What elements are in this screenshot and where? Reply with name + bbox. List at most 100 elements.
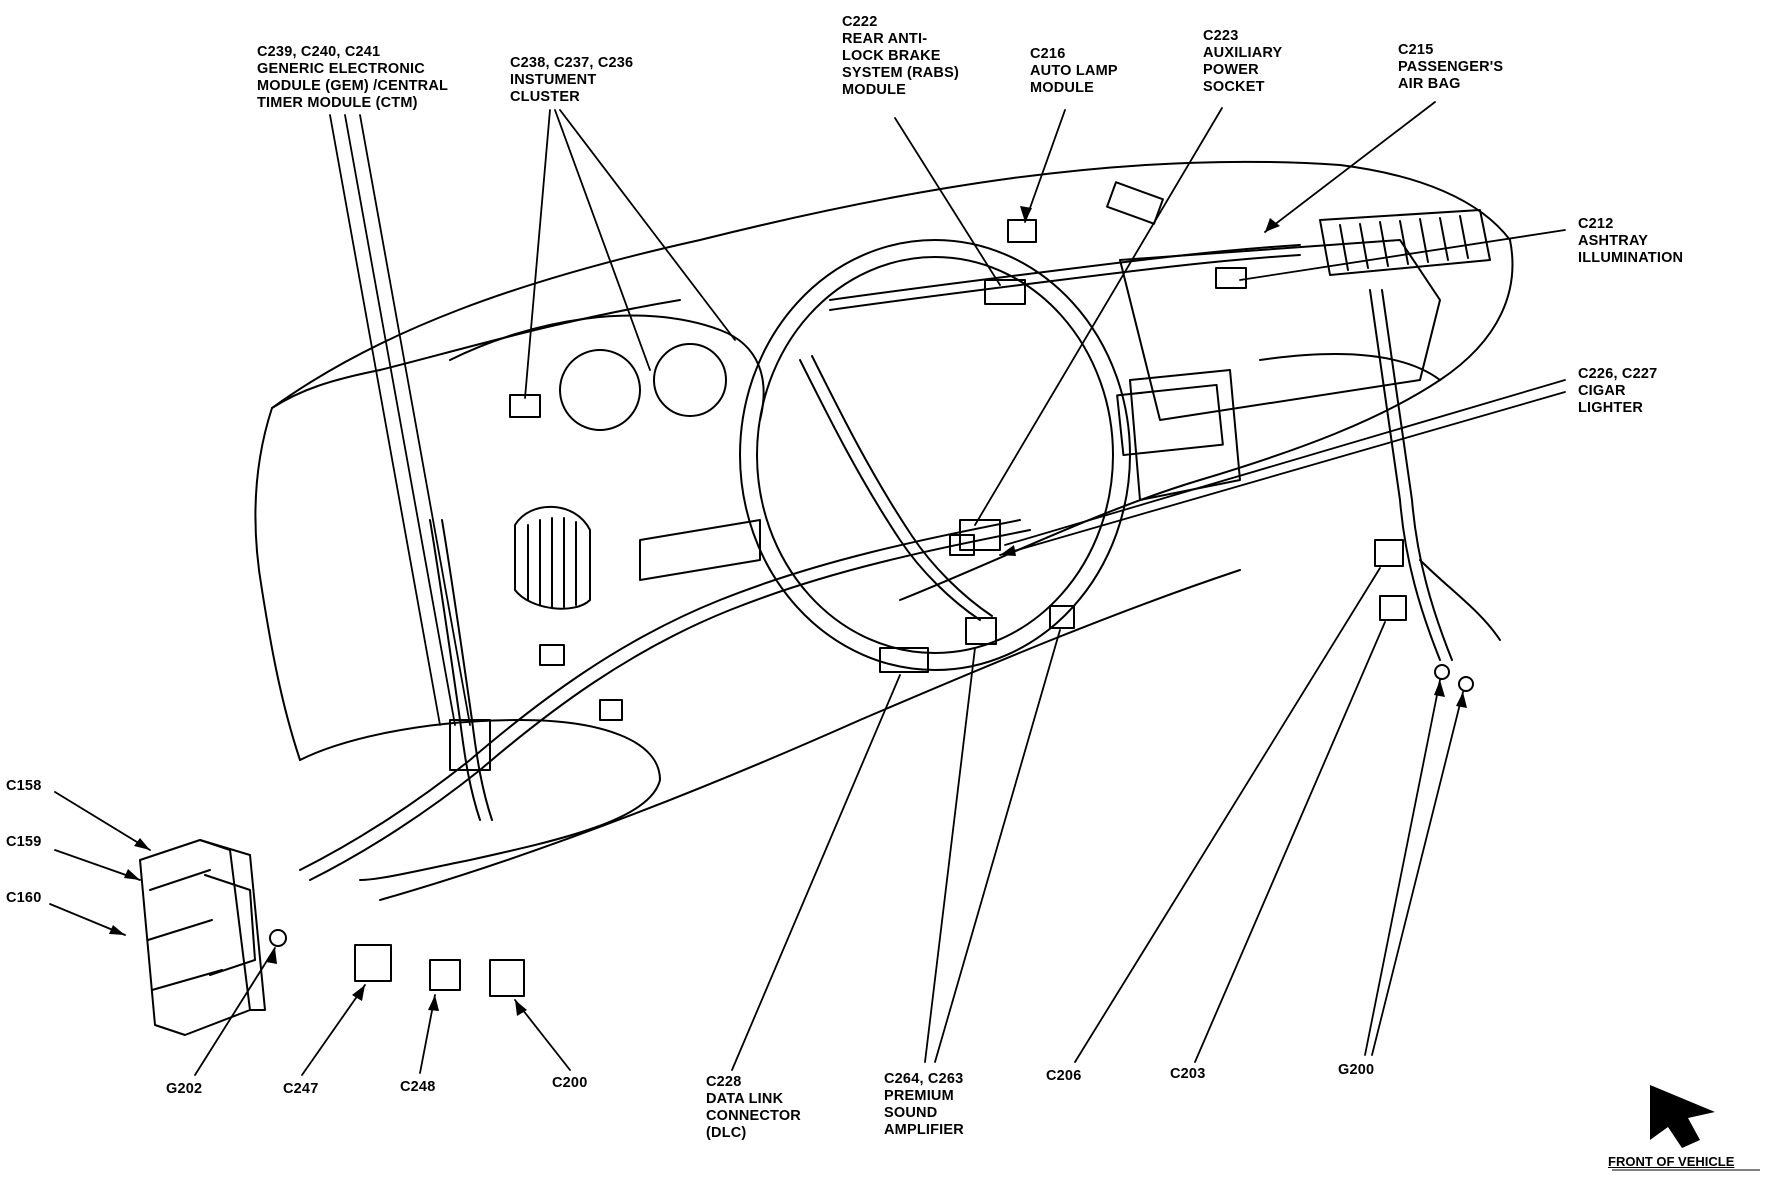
label-airbag-line3: AIR BAG	[1398, 76, 1461, 92]
ground-g200-b	[1458, 676, 1474, 692]
leader-g200-2	[1371, 691, 1464, 1056]
connector-gem	[449, 719, 491, 771]
label-g202-text: G202	[166, 1081, 203, 1097]
label-amp-line2: PREMIUM	[884, 1088, 954, 1104]
label-dlc-line3: CONNECTOR	[706, 1108, 801, 1124]
arrowhead-c247	[352, 985, 365, 1001]
connector-c203	[1379, 595, 1407, 621]
defrost-vent	[1106, 181, 1164, 225]
leader-gem-2	[344, 114, 456, 726]
leader-g200-1	[1364, 679, 1441, 1056]
arrowhead-airbag	[1265, 218, 1280, 232]
label-c158: C158	[6, 778, 41, 795]
label-rabs-line5: MODULE	[842, 82, 907, 98]
label-amp-line3: SOUND	[884, 1105, 938, 1121]
leader-c203	[1194, 621, 1386, 1063]
label-c248-text: C248	[400, 1079, 436, 1095]
arrowhead-c160	[109, 925, 125, 935]
label-gem-line2: GENERIC ELECTRONIC	[257, 61, 425, 77]
label-cigar-line2: CIGAR	[1578, 383, 1626, 399]
leader-cigar-2	[999, 391, 1566, 556]
dashboard-right-outline	[899, 239, 1514, 601]
glovebox-outline	[1259, 353, 1441, 381]
label-aux-power: C223 AUXILIARY POWER SOCKET	[1203, 28, 1282, 96]
label-rabs-line3: LOCK BRAKE	[842, 48, 941, 64]
connector-c206	[1374, 539, 1404, 567]
arrowhead-cigar	[1000, 545, 1016, 556]
leader-ashtray	[1239, 229, 1566, 281]
label-cigar-line3: LIGHTER	[1578, 400, 1644, 416]
leader-airbag	[1264, 101, 1436, 233]
leader-gem-1	[329, 114, 441, 726]
arrowhead-c158	[134, 838, 150, 850]
label-airbag-line1: C215	[1398, 42, 1434, 58]
arrowhead-g202	[266, 948, 277, 964]
label-c159: C159	[6, 834, 41, 851]
label-c160-text: C160	[6, 890, 42, 906]
arrowhead-g200-2	[1456, 692, 1467, 708]
front-of-vehicle-label: FRONT OF VEHICLE	[1608, 1154, 1735, 1169]
leader-cluster-1	[524, 109, 551, 399]
label-c159-text: C159	[6, 834, 42, 850]
leader-rabs	[894, 117, 1001, 286]
connector-lower-2	[599, 699, 623, 721]
dashboard-lower-outline	[379, 569, 1241, 901]
label-amp-line4: AMPLIFIER	[884, 1122, 964, 1138]
leader-cluster-2	[554, 109, 651, 371]
harness-left-vertical-2	[441, 519, 493, 821]
dashboard-back-outline	[271, 299, 681, 409]
label-instrument-cluster: C238, C237, C236 INSTUMENT CLUSTER	[510, 55, 633, 106]
label-cluster-line3: CLUSTER	[510, 89, 580, 105]
leader-g202	[194, 947, 276, 1076]
gauge-right	[653, 343, 727, 417]
harness-center	[799, 359, 981, 621]
steering-wheel-inner	[756, 256, 1114, 654]
label-dlc-line2: DATA LINK	[706, 1091, 784, 1107]
label-c247-text: C247	[283, 1081, 319, 1097]
connector-cigar	[949, 534, 975, 556]
center-stack-outline	[1119, 239, 1441, 421]
radio-unit	[1116, 383, 1224, 457]
harness-center-2	[811, 355, 993, 617]
label-autolamp-line2: AUTO LAMP	[1030, 63, 1118, 79]
label-autolamp-line1: C216	[1030, 46, 1066, 62]
ground-g200-a	[1434, 664, 1450, 680]
connector-c216	[1007, 219, 1037, 243]
leader-auxpower	[974, 107, 1223, 526]
connector-c212	[1215, 267, 1247, 289]
label-dlc-line4: (DLC)	[706, 1125, 747, 1141]
label-c206: C206	[1046, 1068, 1081, 1085]
connector-lower-1	[539, 644, 565, 666]
label-g202: G202	[166, 1081, 202, 1098]
label-auxpower-line4: SOCKET	[1203, 79, 1265, 95]
label-rabs-line1: C222	[842, 14, 878, 30]
label-dlc-line1: C228	[706, 1074, 742, 1090]
steering-column	[639, 519, 761, 581]
label-c203-text: C203	[1170, 1066, 1206, 1082]
label-c158-text: C158	[6, 778, 42, 794]
label-auto-lamp: C216 AUTO LAMP MODULE	[1030, 46, 1118, 97]
label-airbag-line2: PASSENGER'S	[1398, 59, 1504, 75]
label-c248: C248	[400, 1079, 435, 1096]
label-auxpower-line2: AUXILIARY	[1203, 45, 1283, 61]
lower-left-panel	[299, 719, 661, 881]
harness-right	[1369, 289, 1441, 661]
connector-c222	[984, 279, 1026, 305]
label-cigar-line1: C226, C227	[1578, 366, 1658, 382]
harness-main-2	[309, 529, 1031, 881]
label-dlc: C228 DATA LINK CONNECTOR (DLC)	[706, 1074, 801, 1142]
label-rabs-line2: REAR ANTI-	[842, 31, 928, 47]
vent-grille	[514, 505, 591, 610]
leader-amp-2	[934, 629, 1061, 1063]
label-passenger-airbag: C215 PASSENGER'S AIR BAG	[1398, 42, 1503, 93]
label-cigar: C226, C227 CIGAR LIGHTER	[1578, 366, 1657, 417]
arrowhead-c248	[428, 995, 439, 1011]
center-console	[1129, 369, 1241, 501]
label-amp-line1: C264, C263	[884, 1071, 964, 1087]
label-ashtray-line3: ILLUMINATION	[1578, 250, 1684, 266]
leader-c247	[301, 984, 366, 1076]
label-g200: G200	[1338, 1062, 1374, 1079]
connector-dlc	[879, 647, 929, 673]
arrowhead-g200-1	[1434, 680, 1445, 697]
